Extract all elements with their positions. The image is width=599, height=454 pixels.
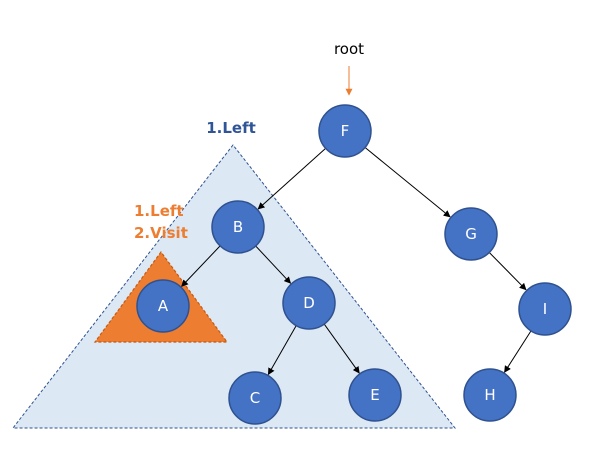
edge-G-I: [488, 252, 527, 291]
node-B: B: [211, 200, 265, 254]
node-label: B: [233, 218, 243, 236]
node-circle: [282, 276, 336, 330]
node-label: H: [484, 386, 495, 404]
inner-region-label-step2: 2.Visit: [134, 224, 188, 242]
node-label: A: [158, 297, 169, 315]
node-H: H: [463, 368, 517, 422]
node-label: C: [250, 389, 260, 407]
node-circle: [228, 371, 282, 425]
inner-region-label-step1: 1.Left: [134, 202, 184, 220]
node-circle: [211, 200, 265, 254]
node-F: F: [318, 104, 372, 158]
edge-B-D: [255, 245, 292, 284]
node-A: A: [136, 279, 190, 333]
node-label: G: [465, 225, 477, 243]
node-circle: [444, 207, 498, 261]
node-C: C: [228, 371, 282, 425]
node-circle: [518, 282, 572, 336]
node-D: D: [282, 276, 336, 330]
edge-D-E: [323, 323, 360, 374]
node-G: G: [444, 207, 498, 261]
node-label: E: [370, 386, 379, 404]
edge-I-H: [504, 330, 532, 373]
edge-B-A: [181, 245, 221, 287]
edge-F-G: [364, 147, 451, 218]
node-circle: [136, 279, 190, 333]
left-subtree-region: [11, 144, 457, 429]
node-label: F: [341, 122, 350, 140]
edge-D-C: [267, 325, 297, 376]
node-circle: [348, 368, 402, 422]
node-label: I: [543, 300, 547, 318]
tree-edges: [181, 147, 532, 376]
node-I: I: [518, 282, 572, 336]
root-label: root: [334, 40, 364, 58]
node-circle: [318, 104, 372, 158]
node-circle: [463, 368, 517, 422]
node-E: E: [348, 368, 402, 422]
tree-nodes: F B G A D I C E H: [136, 104, 572, 425]
outer-region-label: 1.Left: [206, 119, 256, 137]
node-label: D: [303, 294, 315, 312]
edge-F-B: [257, 148, 326, 210]
